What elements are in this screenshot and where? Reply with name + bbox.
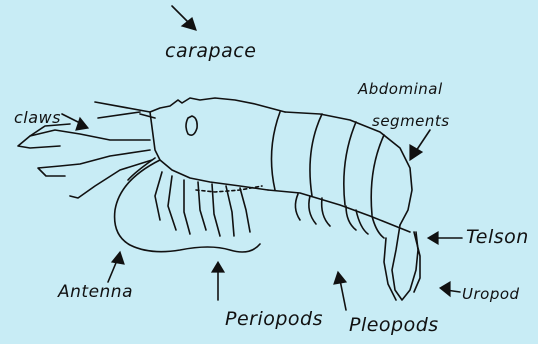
claws-arrow: [62, 114, 88, 130]
uropod-arrow: [440, 282, 460, 296]
claws-label: claws: [14, 108, 61, 127]
antenna-curve: [115, 160, 260, 252]
pleopods-arrow: [334, 272, 346, 310]
carapace-label: carapace: [165, 40, 256, 62]
abdominal-segments-label-line2: segments: [372, 112, 450, 130]
abdominal-segments-label-line1: Abdominal: [358, 80, 443, 98]
abdominal-arrow: [410, 130, 430, 160]
eye-mark: [186, 116, 197, 135]
telson-label: Telson: [466, 226, 529, 248]
pleopods-label: Pleopods: [349, 314, 439, 336]
telson-drawing: [384, 225, 420, 300]
antenna-arrow: [108, 252, 124, 282]
periopods-arrow: [212, 262, 224, 300]
antenna-label: Antenna: [58, 282, 133, 302]
claws-drawing: [18, 124, 152, 198]
carapace-outline: [95, 98, 285, 190]
telson-arrow: [428, 232, 462, 244]
carapace-arrow: [172, 6, 196, 30]
uropod-label: Uropod: [462, 285, 520, 303]
periopods-label: Periopods: [225, 308, 323, 330]
